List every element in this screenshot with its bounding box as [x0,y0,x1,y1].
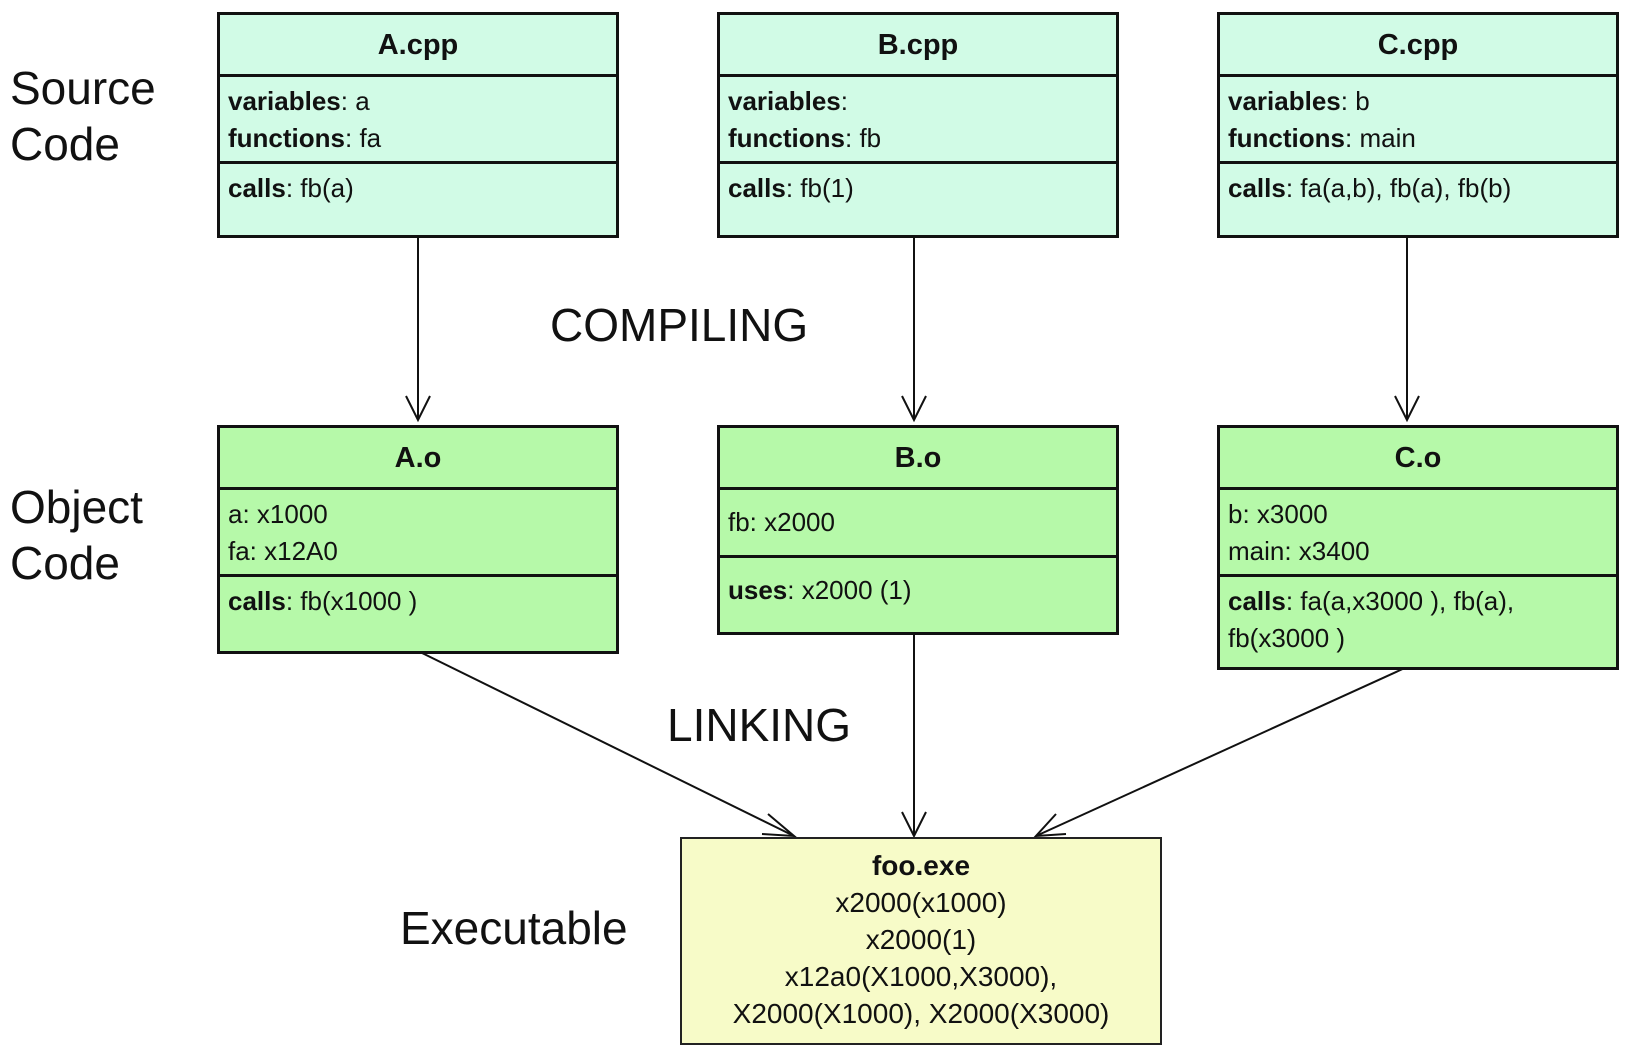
references-section: calls: fa(a,x3000 ), fb(a), fb(x3000 ) [1228,586,1515,653]
references-section: calls: fb(x1000 ) [228,586,418,616]
object-code-label: Object Code [10,481,143,589]
calls-section: calls: fb(a) [228,173,354,203]
source-file-name: B.cpp [720,15,1116,77]
link-arrow-c [1035,666,1408,837]
executable-label: Executable [400,902,628,954]
compile-arrowhead-a [405,395,431,423]
link-arrowhead-a [761,813,797,838]
link-arrowhead-b [901,811,927,839]
executable-line: x2000(1) [865,924,977,955]
object-file-name: C.o [1220,428,1616,490]
calls-section: calls: fa(a,b), fb(a), fb(b) [1228,173,1512,203]
symbols-section: fb: x2000 [720,490,1116,558]
object-file-a: A.o a: x1000 fa: x12A0 calls: fb(x1000 ) [217,425,619,654]
executable-line: X2000(X1000), X2000(X3000) [732,998,1110,1029]
references-section: uses: x2000 (1) [728,575,912,605]
executable-line: x12a0(X1000,X3000), [784,961,1058,992]
object-file-b: B.o fb: x2000 uses: x2000 (1) [717,425,1119,635]
compile-arrowhead-b [901,395,927,423]
compiling-label: COMPILING [550,299,809,351]
declarations-section: variables: a functions: fa [220,77,616,164]
source-file-a: A.cpp variables: a functions: fa calls: … [217,12,619,238]
object-file-name: A.o [220,428,616,490]
executable-line: x2000(x1000) [835,887,1007,918]
object-file-name: B.o [720,428,1116,490]
symbols-section: b: x3000 main: x3400 [1220,490,1616,577]
declarations-section: variables: functions: fb [720,77,1116,164]
executable-file: foo.exe x2000(x1000) x2000(1) x12a0(X100… [680,837,1162,1045]
link-arrow-a [417,650,795,837]
source-file-c: C.cpp variables: b functions: main calls… [1217,12,1619,238]
source-file-name: A.cpp [220,15,616,77]
source-code-label: Source Code [10,62,156,170]
source-file-b: B.cpp variables: functions: fb calls: fb… [717,12,1119,238]
declarations-section: variables: b functions: main [1220,77,1616,164]
linking-label: LINKING [667,699,852,751]
link-arrowhead-c [1033,813,1067,838]
calls-section: calls: fb(1) [728,173,854,203]
symbols-section: a: x1000 fa: x12A0 [220,490,616,577]
object-file-c: C.o b: x3000 main: x3400 calls: fa(a,x30… [1217,425,1619,670]
executable-name: foo.exe [871,850,971,881]
compile-arrowhead-c [1394,395,1420,423]
source-file-name: C.cpp [1220,15,1616,77]
